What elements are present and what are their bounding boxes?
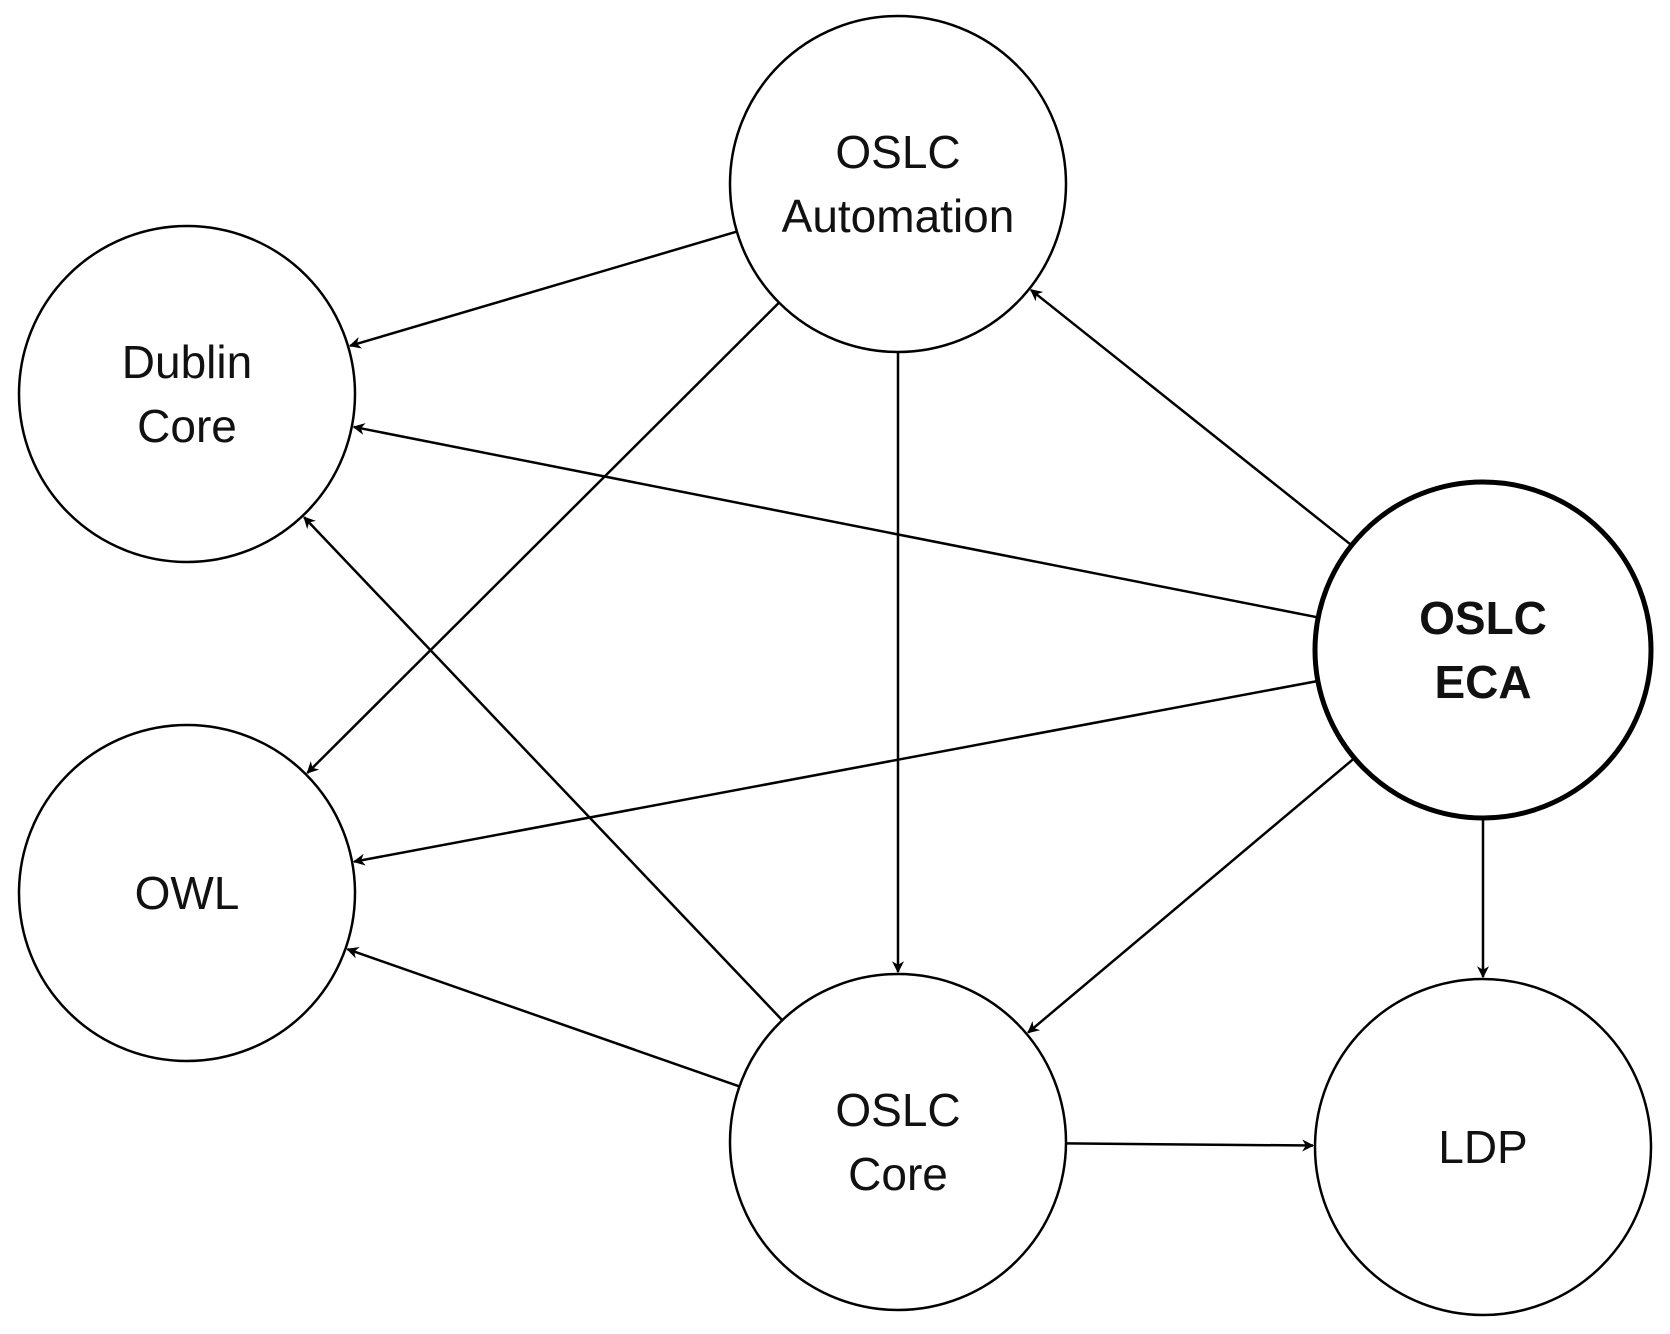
node-label-oslc-eca-line-1: OSLC (1419, 592, 1547, 644)
node-circle-ldp (1313, 977, 1653, 1317)
node-label-owl-line-1: OWL (135, 867, 240, 919)
edge-oslc-eca-to-oslc-automation (1030, 288, 1353, 547)
edge-oslc-core-to-ldp (1065, 1139, 1315, 1152)
edge-oslc-core-to-owl (346, 947, 740, 1088)
edge-oslc-automation-to-dublin-core (348, 230, 738, 349)
edge-oslc-automation-to-owl (306, 301, 780, 774)
node-oslc-eca: OSLC ECA (1312, 479, 1654, 821)
edges-layer (303, 230, 1489, 1152)
edge-oslc-eca-to-dublin-core (352, 423, 1319, 619)
node-label-ldp-line-1: LDP (1438, 1121, 1527, 1173)
node-label-dublin-core-line-1: Dublin (122, 336, 252, 388)
node-label-oslc-automation-line-1: OSLC (835, 126, 960, 178)
node-label-dublin-core-line-2: Core (137, 400, 237, 452)
node-oslc-core: OSLC Core (728, 972, 1068, 1312)
node-oslc-automation: OSLC Automation (728, 14, 1068, 354)
node-circle-owl (17, 723, 357, 1063)
node-circle-dublin-core (17, 224, 357, 564)
node-label-oslc-automation-line-2: Automation (782, 190, 1015, 242)
node-circle-oslc-core (728, 972, 1068, 1312)
edge-oslc-eca-to-oslc-core (1027, 757, 1356, 1034)
node-label-oslc-core-line-2: Core (848, 1148, 948, 1200)
node-circle-oslc-eca (1312, 479, 1654, 821)
node-ldp: LDP (1313, 977, 1653, 1317)
node-owl: OWL (17, 723, 357, 1063)
nodes-layer: OSLCAutomationDublinCoreOSLCECAOWLOSLCCo… (17, 14, 1654, 1317)
node-label-oslc-eca-line-2: ECA (1434, 656, 1531, 708)
node-label-oslc-core-line-1: OSLC (835, 1084, 960, 1136)
node-circle-oslc-automation (728, 14, 1068, 354)
edge-oslc-eca-to-owl (352, 679, 1319, 866)
edge-oslc-core-to-dublin-core (303, 516, 784, 1022)
